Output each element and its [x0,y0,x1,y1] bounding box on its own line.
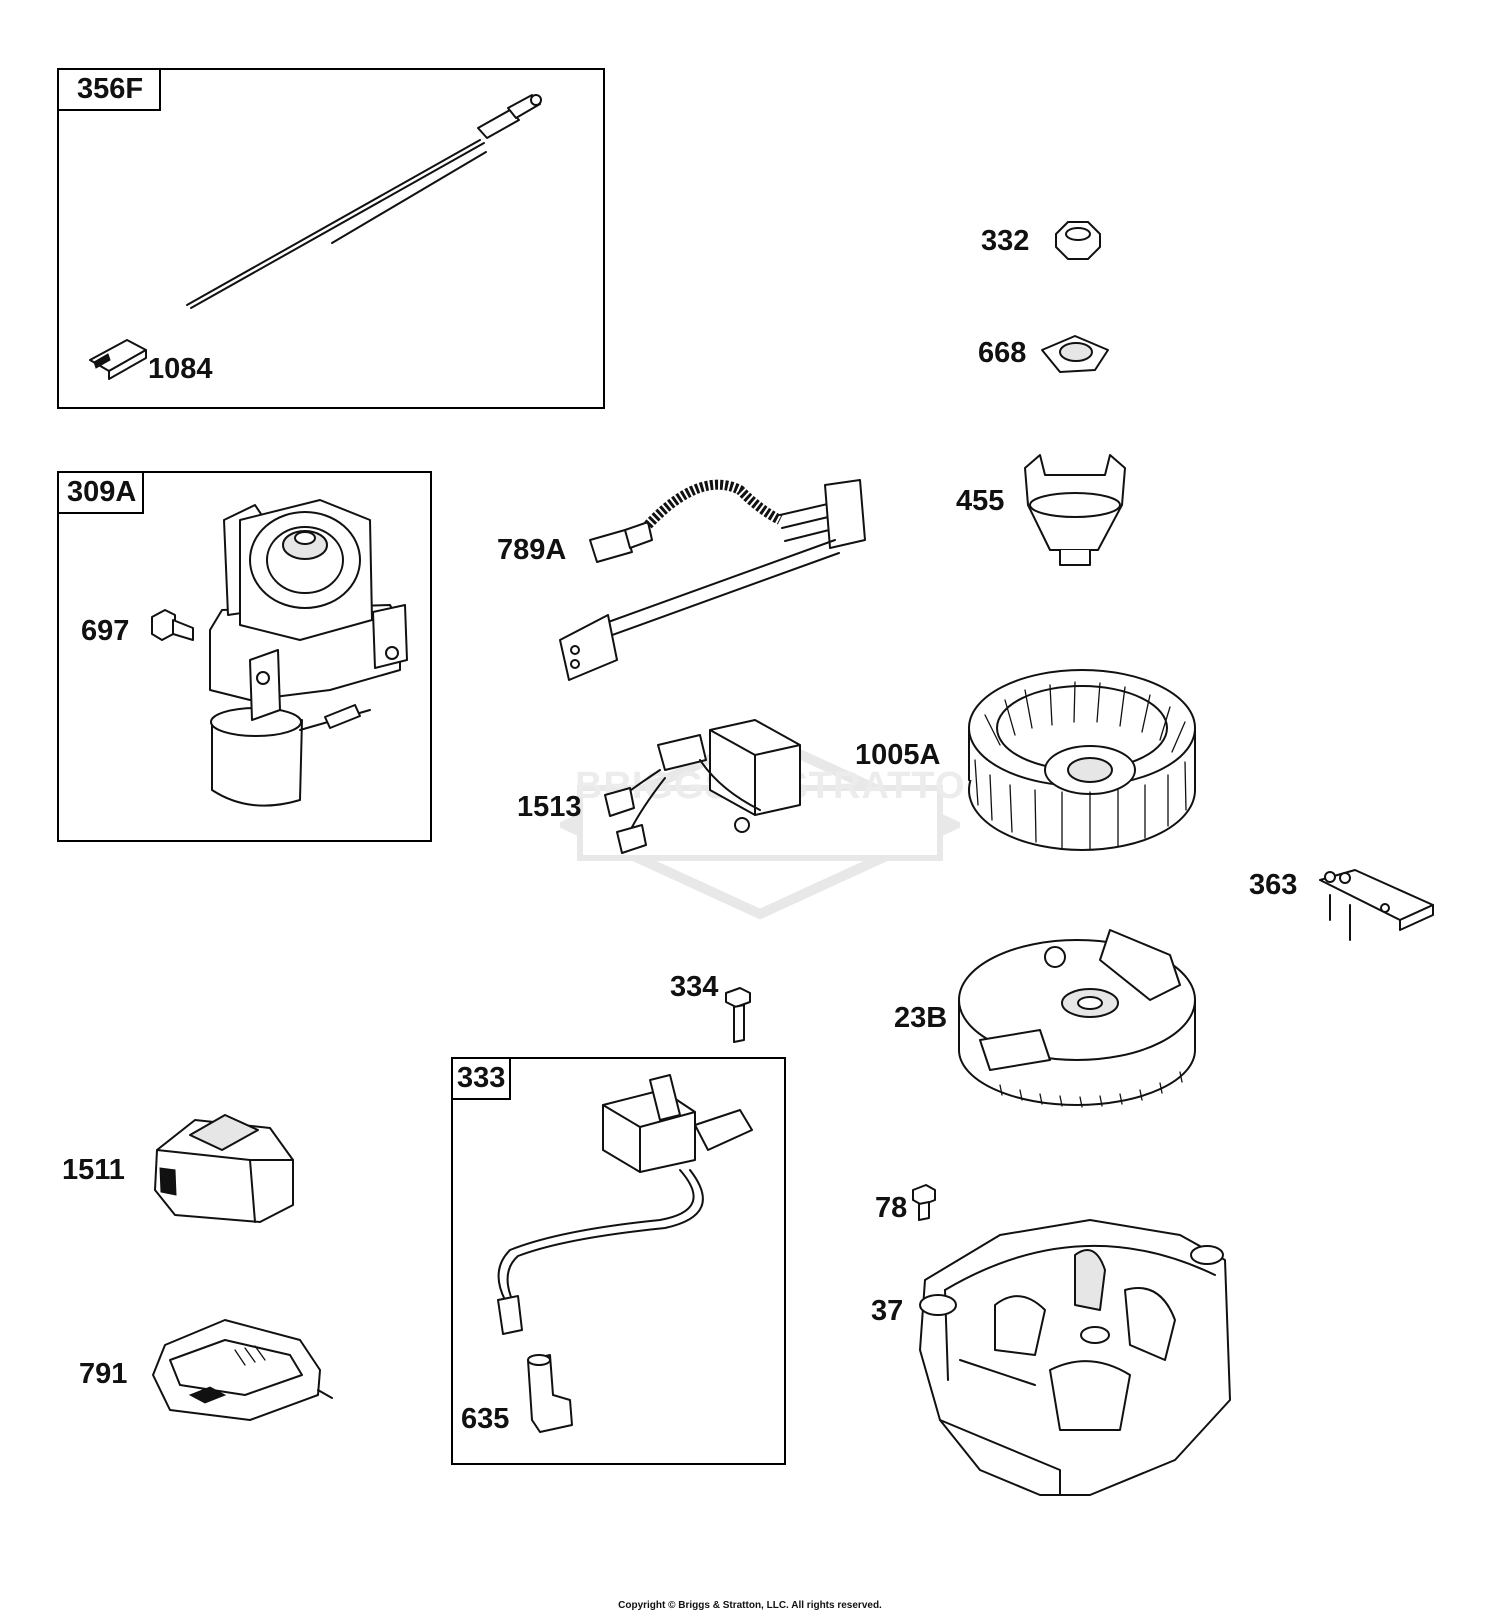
part-label-363: 363 [1249,869,1298,901]
part-label-78: 78 [875,1192,908,1224]
ignition-coil-333-drawing [497,1074,753,1335]
charger-791-drawing [152,1319,333,1421]
part-label-1005A: 1005A [855,739,941,771]
part-label-1511: 1511 [62,1154,125,1186]
group-label-309A: 309A [59,473,145,514]
starter-motor-309A-drawing [209,499,408,807]
part-label-668: 668 [978,337,1027,369]
part-label-23B: 23B [894,1002,948,1034]
group-box-356F: 356F [57,68,605,409]
group-box-309A: 309A [57,471,432,842]
blower-housing-37-drawing [919,1219,1231,1496]
wire-356F-drawing [186,94,542,309]
part-label-697: 697 [81,615,130,647]
nut-332-drawing [1055,221,1101,260]
group-label-333: 333 [453,1059,512,1100]
copyright-notice: Copyright © Briggs & Stratton, LLC. All … [618,1600,882,1611]
group-label-356F: 356F [59,70,162,111]
part-label-635: 635 [461,1403,510,1435]
part-label-455: 455 [956,485,1005,517]
bolt-697-drawing [151,609,194,641]
spark-plug-boot-635-drawing [527,1354,573,1433]
bolt-78-drawing [912,1184,936,1221]
part-label-789A: 789A [497,534,567,566]
bracket-363-drawing [1319,869,1434,941]
part-label-1084: 1084 [148,353,213,385]
part-label-332: 332 [981,225,1030,257]
regulator-1513-drawing [604,719,801,854]
washer-668-drawing [1041,335,1109,373]
wire-harness-789A-drawing [559,479,866,681]
part-label-334: 334 [670,971,719,1003]
alternator-23B-drawing [958,929,1196,1108]
connector-1084-drawing [89,339,147,380]
part-label-1513: 1513 [517,791,582,823]
cup-455-drawing [1024,454,1126,566]
battery-1511-drawing [154,1114,294,1223]
flywheel-1005A-drawing [968,669,1196,851]
group-box-333: 333 [451,1057,786,1465]
part-label-37: 37 [871,1295,904,1327]
bolt-334-drawing [725,987,751,1043]
part-label-791: 791 [79,1358,128,1390]
